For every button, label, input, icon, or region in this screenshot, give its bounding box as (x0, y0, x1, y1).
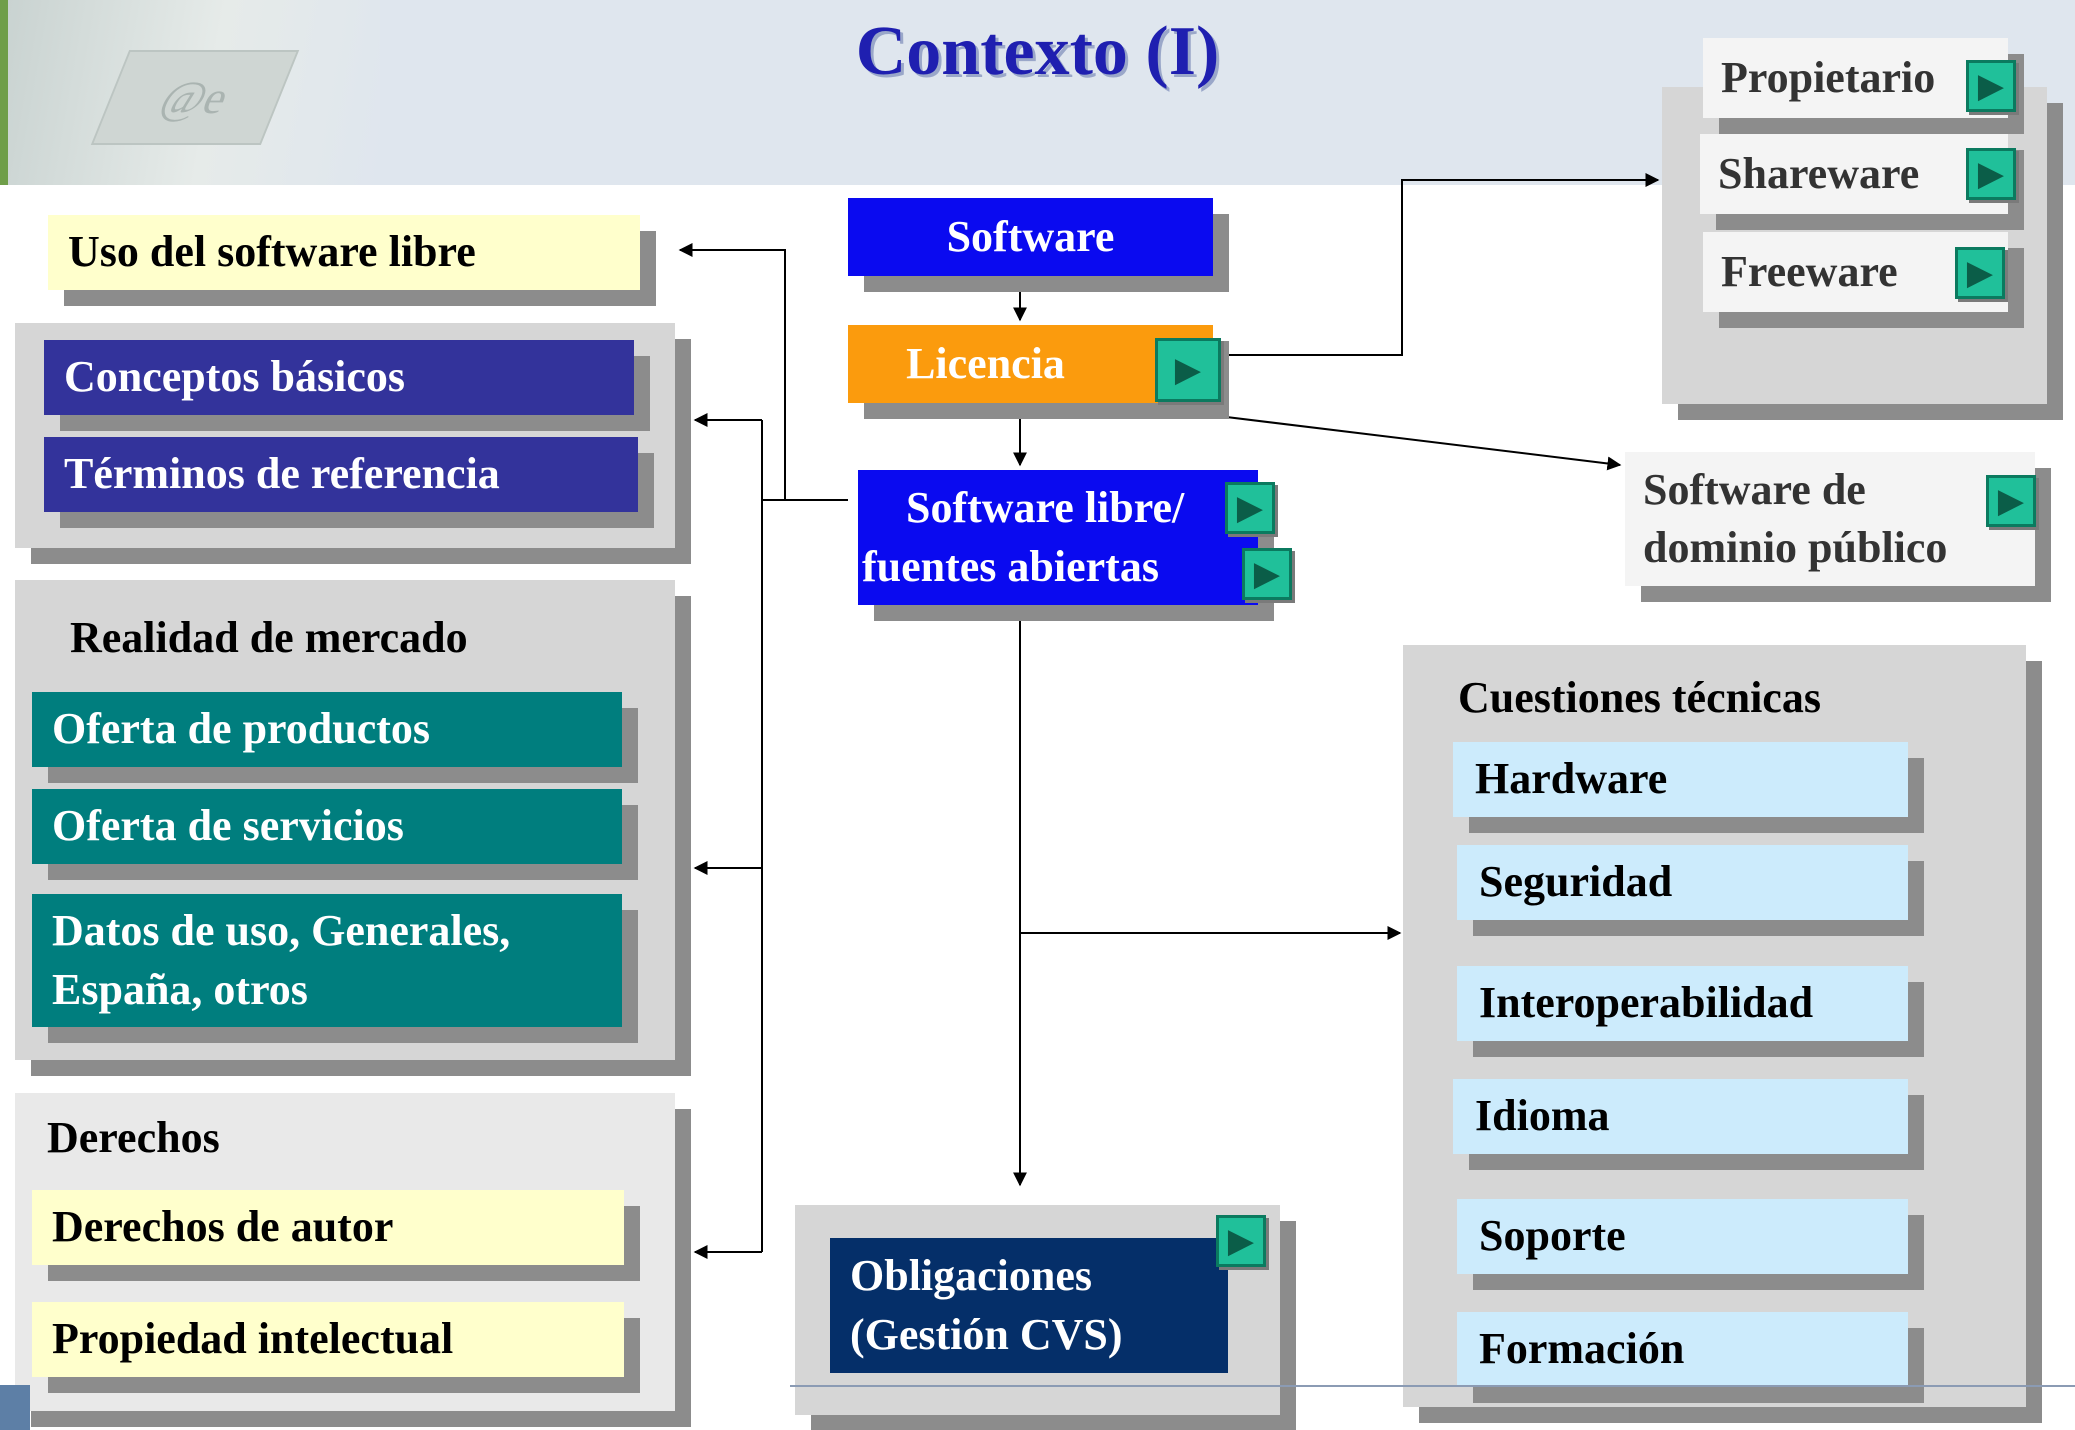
formacion-box: Formación (1457, 1312, 1908, 1387)
propietario-play-icon[interactable]: ▶ (1966, 60, 2016, 112)
dominio-publico-line2: dominio público (1643, 523, 1948, 572)
derechos-heading: Derechos (47, 1113, 220, 1162)
propiedad-intelectual-box: Propiedad intelectual (32, 1302, 624, 1377)
arrow-to-dominio-publico (1209, 414, 1622, 471)
arrow-to-uso (678, 243, 786, 501)
obligaciones-line1: Obligaciones (850, 1251, 1093, 1301)
shareware-box: Shareware (1700, 134, 2008, 214)
licencia-box: Licencia (848, 325, 1213, 403)
tecnicas-heading: Cuestiones técnicas (1458, 673, 1821, 722)
dominio-publico-line1: Software de (1643, 464, 1866, 514)
obligaciones-line2: (Gestión CVS) (850, 1309, 1123, 1359)
dominio-publico-play-icon[interactable]: ▶ (1986, 475, 2036, 527)
header-accent-strip (0, 0, 8, 185)
software-libre-line1: Software libre/ (906, 483, 1185, 533)
software-box: Software (848, 198, 1213, 276)
propietario-box: Propietario (1703, 38, 2008, 118)
derechos-autor-box: Derechos de autor (32, 1190, 624, 1265)
idioma-box: Idioma (1453, 1079, 1908, 1154)
datos-uso-line1: Datos de uso, Generales, (52, 906, 511, 956)
obligaciones-box: Obligaciones (Gestión CVS) (830, 1238, 1228, 1373)
licencia-play-icon[interactable]: ▶ (1155, 338, 1221, 402)
conceptos-basicos-box: Conceptos básicos (44, 340, 634, 415)
arrow-to-license-types (1225, 173, 1660, 356)
mercado-heading: Realidad de mercado (70, 613, 468, 662)
fuentes-abiertas-play-icon[interactable]: ▶ (1242, 548, 1292, 600)
footer-line (790, 1385, 2075, 1387)
datos-uso-box: Datos de uso, Generales, España, otros (32, 894, 622, 1027)
shareware-play-icon[interactable]: ▶ (1966, 148, 2016, 200)
software-libre-line2: fuentes abiertas (862, 541, 1159, 591)
datos-uso-line2: España, otros (52, 964, 308, 1014)
oferta-productos-box: Oferta de productos (32, 692, 622, 767)
interoperabilidad-box: Interoperabilidad (1457, 966, 1908, 1041)
terminos-referencia-box: Términos de referencia (44, 437, 638, 512)
uso-software-libre-box: Uso del software libre (48, 215, 640, 290)
software-libre-box: Software libre/ fuentes abiertas (858, 470, 1258, 605)
footer-mark (0, 1385, 30, 1430)
soporte-box: Soporte (1457, 1199, 1908, 1274)
dominio-publico-box: Software de dominio público (1625, 452, 2035, 586)
software-libre-play-icon[interactable]: ▶ (1225, 482, 1275, 534)
freeware-play-icon[interactable]: ▶ (1955, 247, 2005, 299)
oferta-servicios-box: Oferta de servicios (32, 789, 622, 864)
hardware-box: Hardware (1453, 742, 1908, 817)
seguridad-box: Seguridad (1457, 845, 1908, 920)
page-title: Contexto (I) (855, 13, 1220, 90)
obligaciones-play-icon[interactable]: ▶ (1216, 1215, 1266, 1267)
